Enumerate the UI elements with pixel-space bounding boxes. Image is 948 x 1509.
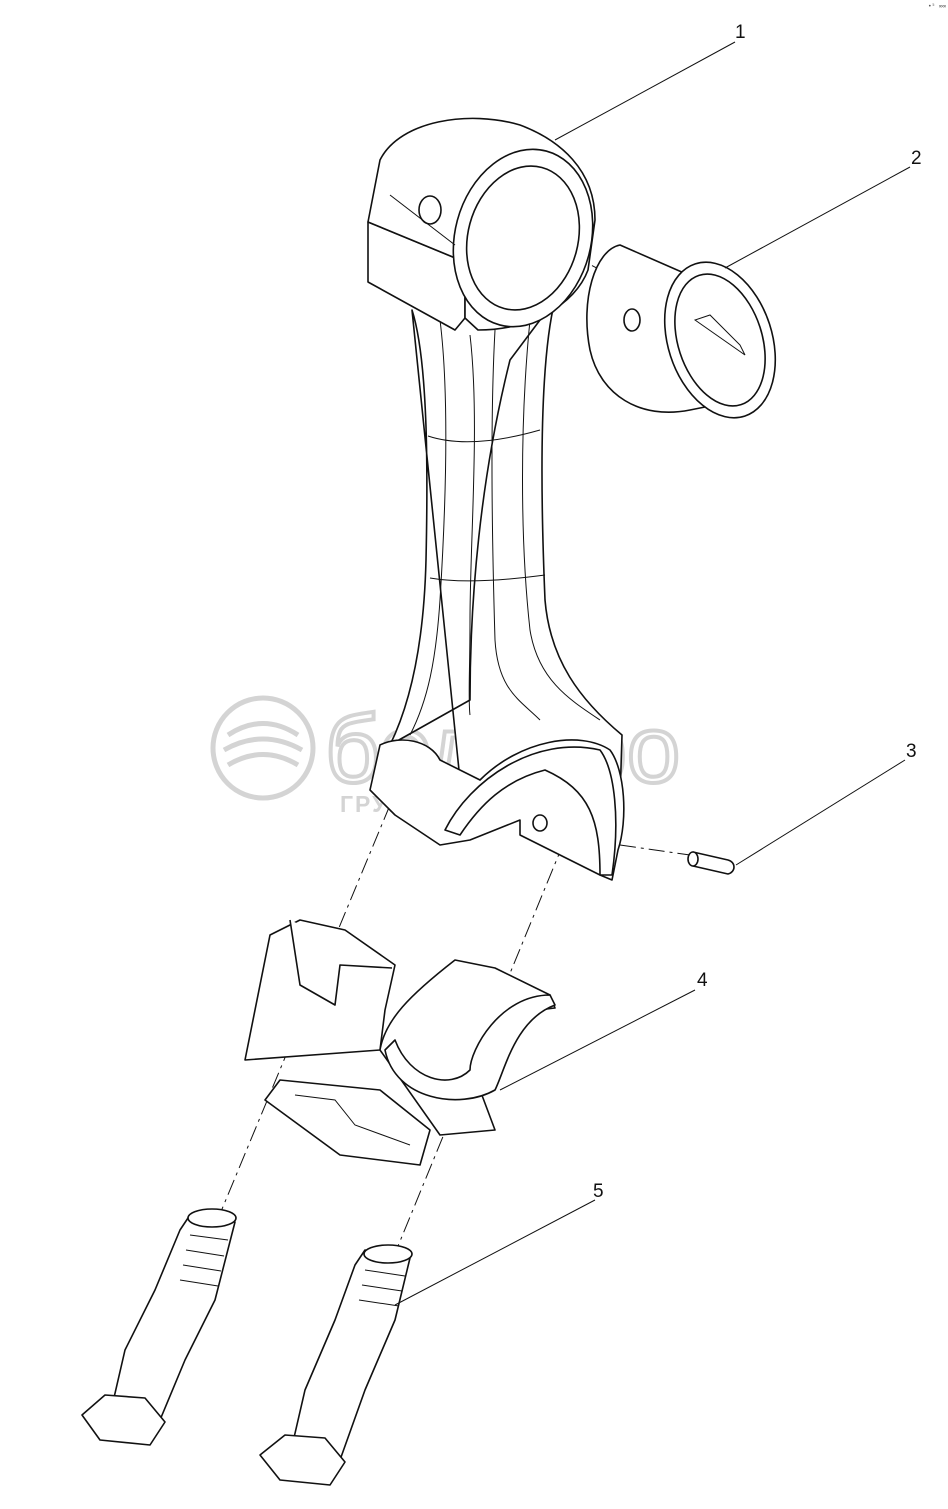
callout-label-1: 1 xyxy=(735,22,746,43)
callout-label-3: 3 xyxy=(906,741,917,762)
watermark-logo-icon xyxy=(210,695,316,801)
rod-bolt-right xyxy=(259,1244,413,1486)
corner-mark: •⁵ ∞∞ xyxy=(928,3,946,10)
callout-label-5: 5 xyxy=(593,1181,604,1202)
dowel-pin xyxy=(687,851,735,875)
connecting-rod xyxy=(367,117,625,881)
callout-3: 3 xyxy=(735,741,917,866)
callout-label-2: 2 xyxy=(911,148,922,169)
callout-1: 1 xyxy=(554,22,746,141)
callout-label-4: 4 xyxy=(697,970,708,991)
rod-cap xyxy=(244,919,556,1166)
small-end-bushing xyxy=(586,244,777,419)
callout-5: 5 xyxy=(394,1181,604,1306)
rod-bolt-left xyxy=(81,1208,237,1446)
callout-2: 2 xyxy=(724,148,922,269)
callout-4: 4 xyxy=(499,970,708,1091)
